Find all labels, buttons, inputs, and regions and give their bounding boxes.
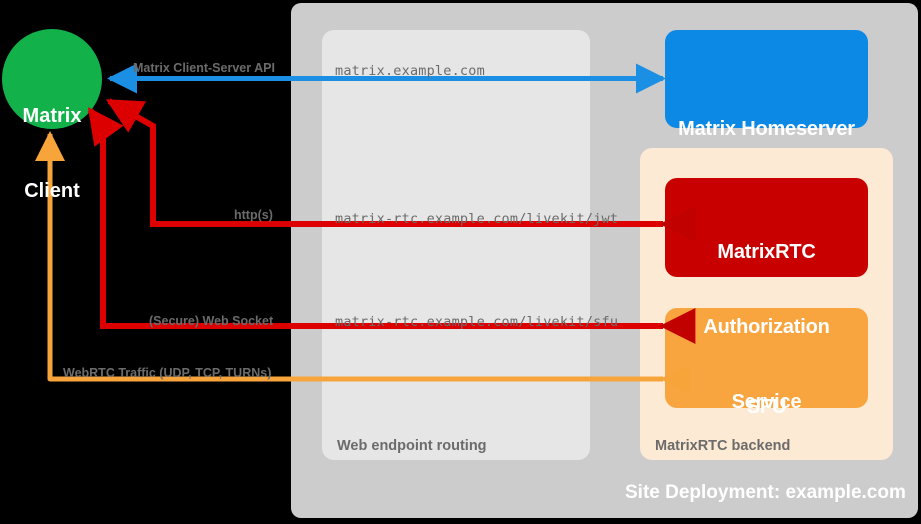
matrix-homeserver-box[interactable] xyxy=(665,30,868,128)
webrtc-traffic-path xyxy=(35,131,691,394)
matrix-client-circle[interactable] xyxy=(2,29,102,129)
sfu-box[interactable] xyxy=(665,308,868,408)
matrixrtc-authorization-service-box[interactable] xyxy=(665,178,868,277)
web-endpoint-routing-panel xyxy=(322,30,590,460)
